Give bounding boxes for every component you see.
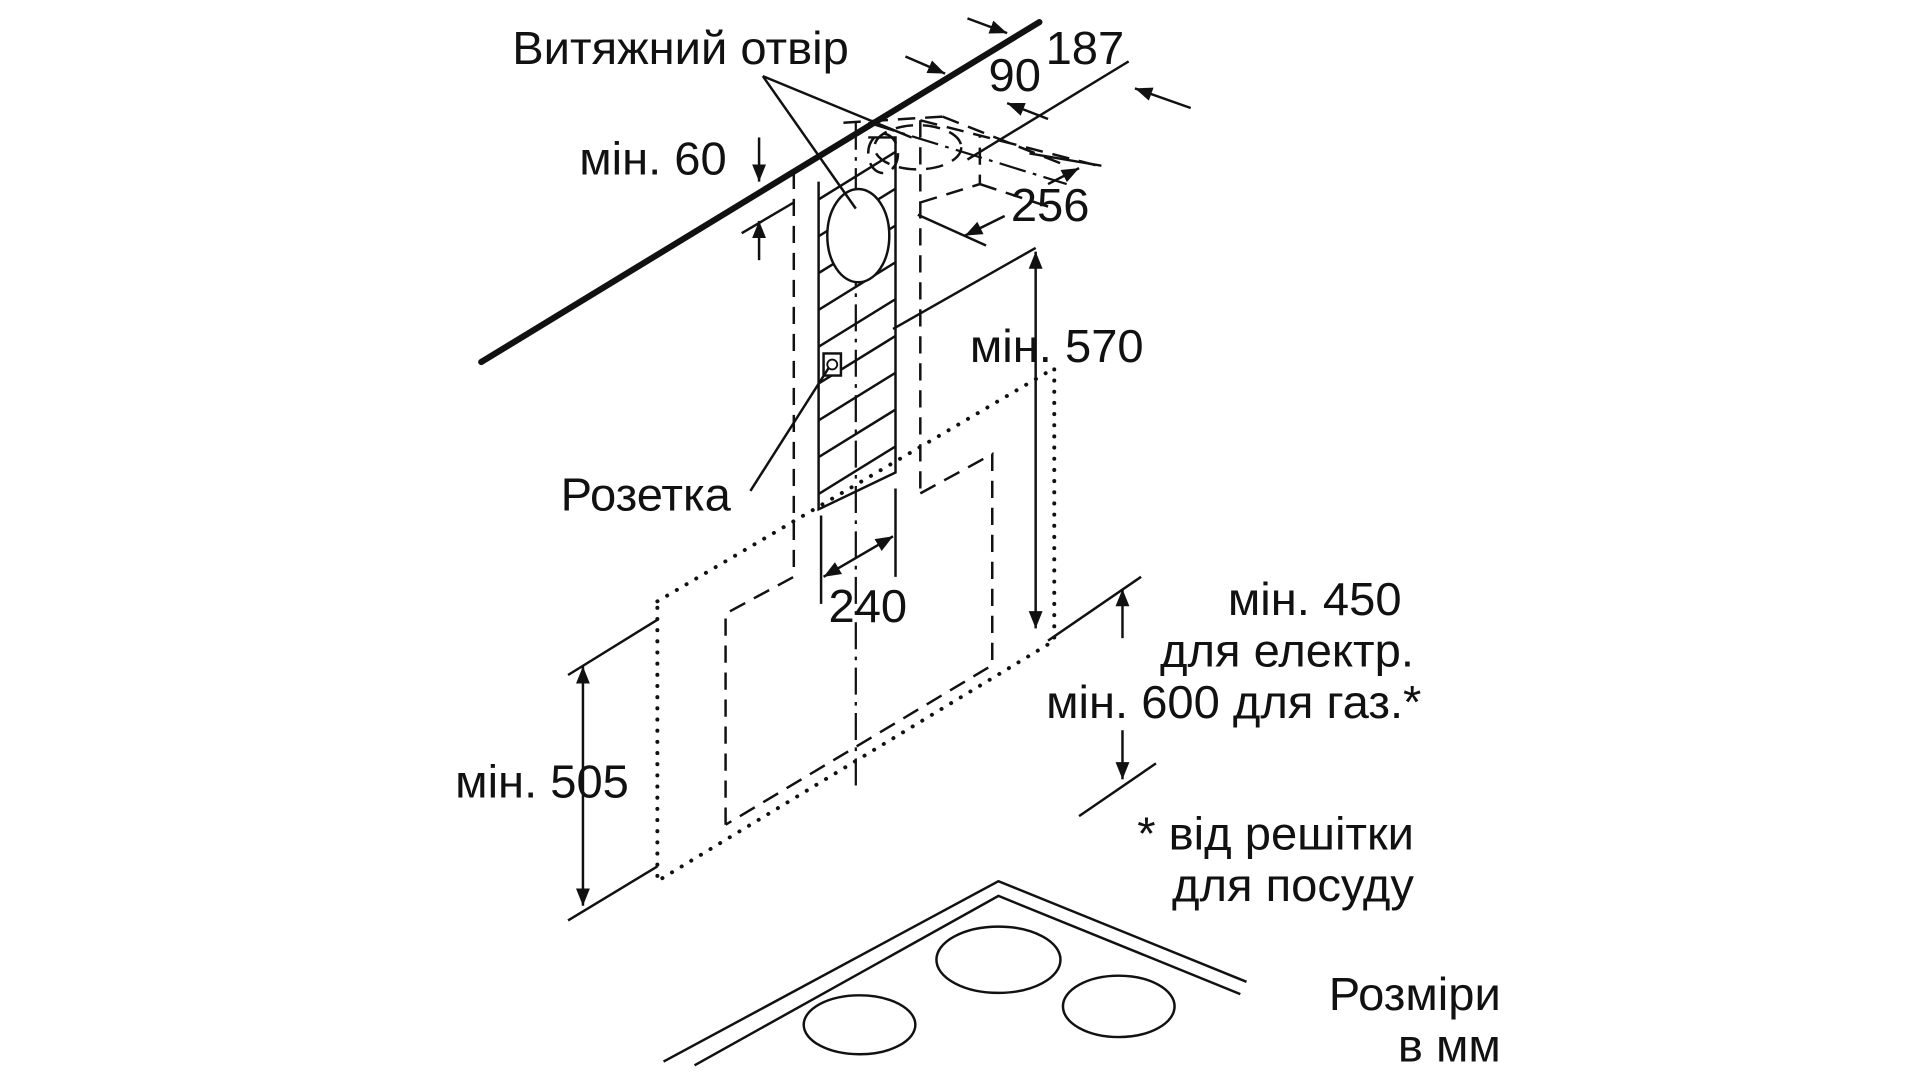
dim-187-ext	[966, 60, 1130, 161]
dim-256-arrow-left	[964, 214, 1006, 237]
label-dim-240: 240	[829, 580, 908, 632]
socket-leader	[749, 367, 830, 492]
dim-256-arrow-right	[1047, 167, 1080, 186]
dim-60-ext	[741, 201, 795, 235]
dim-90-arrow-right	[1006, 101, 1049, 121]
label-dimensions-2: в мм	[1398, 1020, 1501, 1072]
hood-inner-outline	[724, 452, 994, 826]
cooktop	[662, 879, 1247, 1067]
label-min-60: мін. 60	[579, 132, 726, 184]
wall-panel	[817, 132, 900, 512]
label-socket: Розетка	[561, 469, 732, 521]
dim-90-arrow-left	[904, 55, 946, 75]
dim-187-arrow-left	[967, 17, 1008, 35]
dim-505-ext	[567, 618, 659, 922]
ceiling-line	[478, 19, 1043, 366]
exhaust-leader	[761, 74, 913, 210]
hood-outline	[655, 364, 1057, 885]
label-min-505: мін. 505	[455, 756, 629, 808]
dim-450-ext	[1047, 575, 1157, 818]
label-exhaust-opening: Витяжний отвір	[512, 22, 849, 74]
dim-570-ext	[892, 246, 1037, 330]
label-dim-187: 187	[1046, 22, 1125, 74]
label-for-electric: для електр.	[1160, 625, 1414, 677]
label-min-570: мін. 570	[970, 320, 1144, 372]
label-min-600-gas: мін. 600 для газ.*	[1046, 676, 1421, 728]
center-line-top	[867, 121, 1067, 186]
label-dimensions-1: Розміри	[1329, 968, 1501, 1020]
label-min-450: мін. 450	[1228, 573, 1402, 625]
dim-240-arrow	[822, 535, 894, 578]
dim-187-arrow-right	[1134, 87, 1192, 110]
label-dim-256: 256	[1011, 179, 1090, 231]
dim-256-ext	[917, 152, 1102, 247]
dim-240-ext	[819, 488, 897, 604]
label-from-grid-2: для посуду	[1172, 859, 1415, 911]
label-from-grid-1: * від решітки	[1137, 807, 1414, 859]
label-dim-90: 90	[989, 49, 1041, 101]
